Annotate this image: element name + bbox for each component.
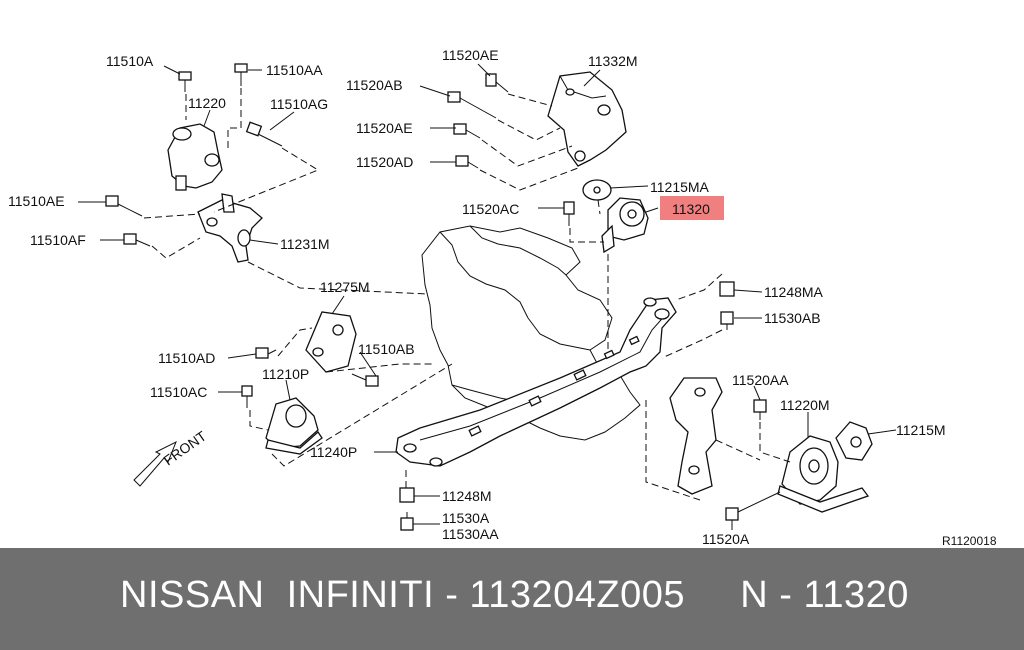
- part-number-banner: NISSAN INFINITI - 113204Z005 N - 11320: [0, 548, 1024, 650]
- label-11220m: 11220M: [780, 397, 830, 413]
- label-11510ab: 11510AB: [358, 341, 415, 357]
- bolt-11510a: [178, 71, 192, 92]
- highlight-box-11320: [660, 196, 724, 220]
- guide-line: [759, 422, 791, 463]
- nut-11248ma: [719, 281, 735, 297]
- guide-line: [247, 261, 429, 295]
- label-11520ab: 11520AB: [346, 77, 403, 93]
- guide-line: [213, 147, 320, 213]
- bolt-11520ac: [563, 201, 575, 226]
- guide-line: [569, 228, 604, 243]
- bolt-11520ab: [447, 91, 497, 119]
- label-11520ae: 11520AE: [356, 120, 413, 136]
- label-11510ag: 11510AG: [270, 96, 328, 112]
- label-11240p: 11240P: [310, 444, 357, 460]
- guide-line: [661, 329, 723, 359]
- engine-block-outline: [421, 225, 641, 441]
- label-11332m: 11332M: [588, 53, 638, 69]
- label-11231m: 11231M: [280, 236, 330, 252]
- leader-lines: [78, 63, 897, 530]
- label-11510ad: 11510AD: [158, 350, 215, 366]
- washer-11215m: [835, 421, 873, 461]
- guide-line: [597, 199, 601, 215]
- guide-line: [675, 273, 723, 301]
- guide-line: [325, 363, 432, 373]
- label-11215m: 11215M: [896, 422, 946, 438]
- bolt-11530ab: [720, 311, 734, 330]
- mount-11220m: [777, 435, 870, 513]
- guide-line: [507, 93, 553, 107]
- label-11520a: 11520A: [702, 531, 750, 547]
- bolt-11510aa: [234, 63, 248, 86]
- front-crossmember: [395, 297, 677, 467]
- front-arrow-icon: [133, 440, 177, 487]
- label-11510ac: 11510AC: [150, 384, 207, 400]
- bolt-11520ae: [453, 123, 481, 139]
- guide-line: [227, 88, 242, 150]
- bolt-11520ae-top: [485, 73, 509, 93]
- bolt-11510ae: [105, 195, 143, 217]
- washer-11215ma: [582, 179, 612, 201]
- bolt-11520a: [725, 491, 781, 521]
- label-11210p: 11210P: [262, 366, 309, 382]
- label-11520aa: 11520AA: [732, 372, 789, 388]
- label-11530aa: 11530AA: [442, 526, 499, 542]
- bracket-11332m: [547, 71, 627, 167]
- label-11510af: 11510AF: [30, 232, 86, 248]
- label-11510aa: 11510AA: [266, 62, 323, 78]
- guide-line: [481, 139, 573, 167]
- bolt-11510ag: [245, 121, 283, 147]
- label-11275m: 11275M: [320, 279, 370, 295]
- label-11510ae: 11510AE: [8, 193, 65, 209]
- guide-line: [143, 213, 201, 219]
- bolt-11520ad: [455, 155, 479, 169]
- label-11215ma: 11215MA: [650, 179, 710, 195]
- label-11320: 11320: [672, 201, 710, 217]
- label-11248m: 11248M: [442, 488, 492, 504]
- bracket-right: [669, 377, 723, 495]
- label-11510a: 11510A: [106, 53, 154, 69]
- nut-11248m: [399, 487, 415, 503]
- guide-line: [479, 167, 579, 191]
- mount-11210p: [265, 397, 323, 455]
- guide-line: [151, 237, 201, 259]
- guide-line: [271, 363, 453, 467]
- label-11520ad: 11520AD: [356, 154, 413, 170]
- label-11530a: 11530A: [442, 510, 490, 526]
- label-11530ab: 11530AB: [764, 310, 821, 326]
- bolt-11510ac: [241, 385, 253, 408]
- bolt-11520aa: [753, 399, 767, 420]
- bolt-11530a: [400, 512, 414, 531]
- front-label: FRONT: [161, 427, 210, 468]
- label-11248ma: 11248MA: [764, 284, 824, 300]
- guide-line: [497, 119, 561, 141]
- part-number-text: NISSAN INFINITI - 113204Z005 N - 11320: [120, 574, 909, 616]
- insulator-11320: [601, 197, 649, 254]
- engine-mount-exploded-diagram: FRONT 11510A 11510AA 11220: [8, 47, 997, 548]
- label-11520ae-top: 11520AE: [442, 47, 499, 63]
- bracket-11275m: [305, 311, 357, 373]
- guide-line: [645, 400, 701, 501]
- guide-line: [249, 410, 269, 431]
- bolt-11510ad: [255, 347, 277, 359]
- guide-line: [277, 327, 313, 357]
- diagram-reference-code: R1120018: [942, 534, 997, 548]
- bolt-11510af: [123, 233, 151, 247]
- guide-line: [715, 439, 761, 461]
- bolt-11510ab: [351, 373, 379, 387]
- label-11520ac: 11520AC: [462, 201, 519, 217]
- left-mount-assembly: [167, 123, 263, 263]
- label-11220: 11220: [188, 95, 226, 111]
